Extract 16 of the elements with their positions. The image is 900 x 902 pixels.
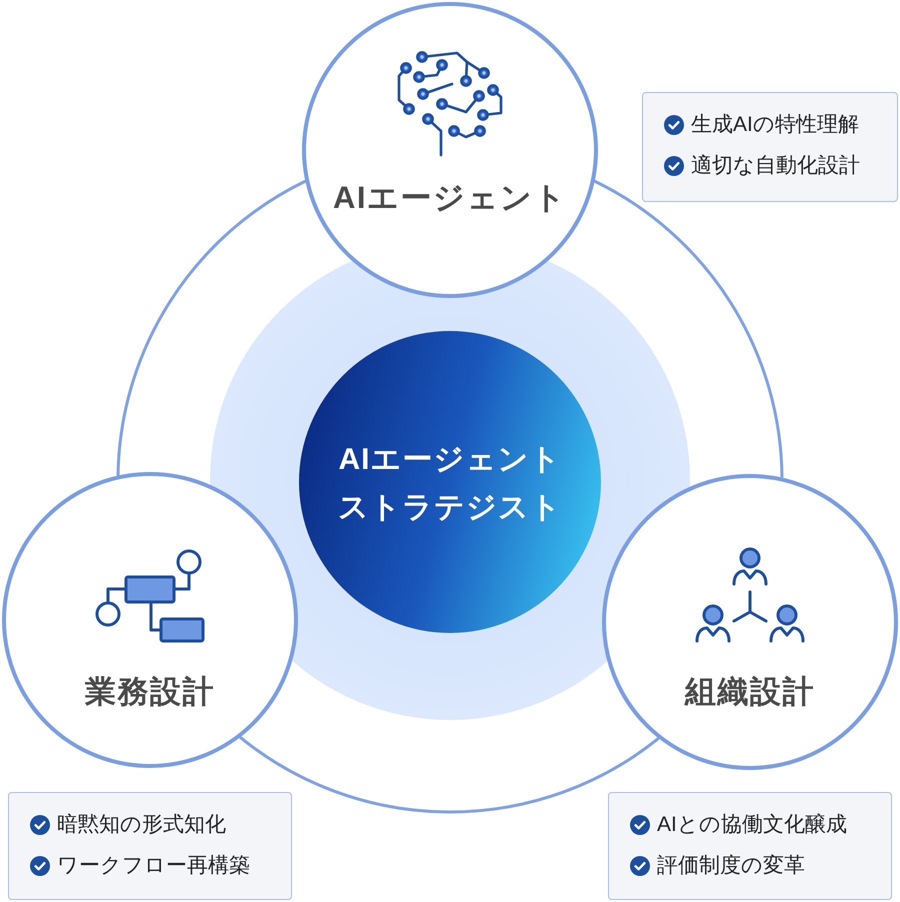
checklist-item: 暗黙知の形式知化 [57, 812, 226, 838]
checklist-item: AIとの協働文化醸成 [657, 812, 847, 838]
checklist-item: 評価制度の変革 [657, 852, 805, 878]
ring-arc [116, 180, 306, 476]
checklist-box [608, 792, 892, 900]
checklist-item: 生成AIの特性理解 [691, 112, 859, 138]
ring-arc [239, 736, 660, 813]
circle-label: AIエージェント [333, 179, 567, 217]
ring-arc [594, 180, 784, 478]
center-label: AIエージェントストラテジスト [337, 442, 563, 526]
checklist-item: 適切な自動化設計 [691, 152, 860, 178]
circle-label: 業務設計 [85, 673, 215, 711]
circle-label: 組織設計 [685, 673, 815, 711]
checklist-box [8, 792, 292, 900]
checklist-item: ワークフロー再構築 [57, 852, 250, 878]
checklist-box [642, 92, 898, 202]
